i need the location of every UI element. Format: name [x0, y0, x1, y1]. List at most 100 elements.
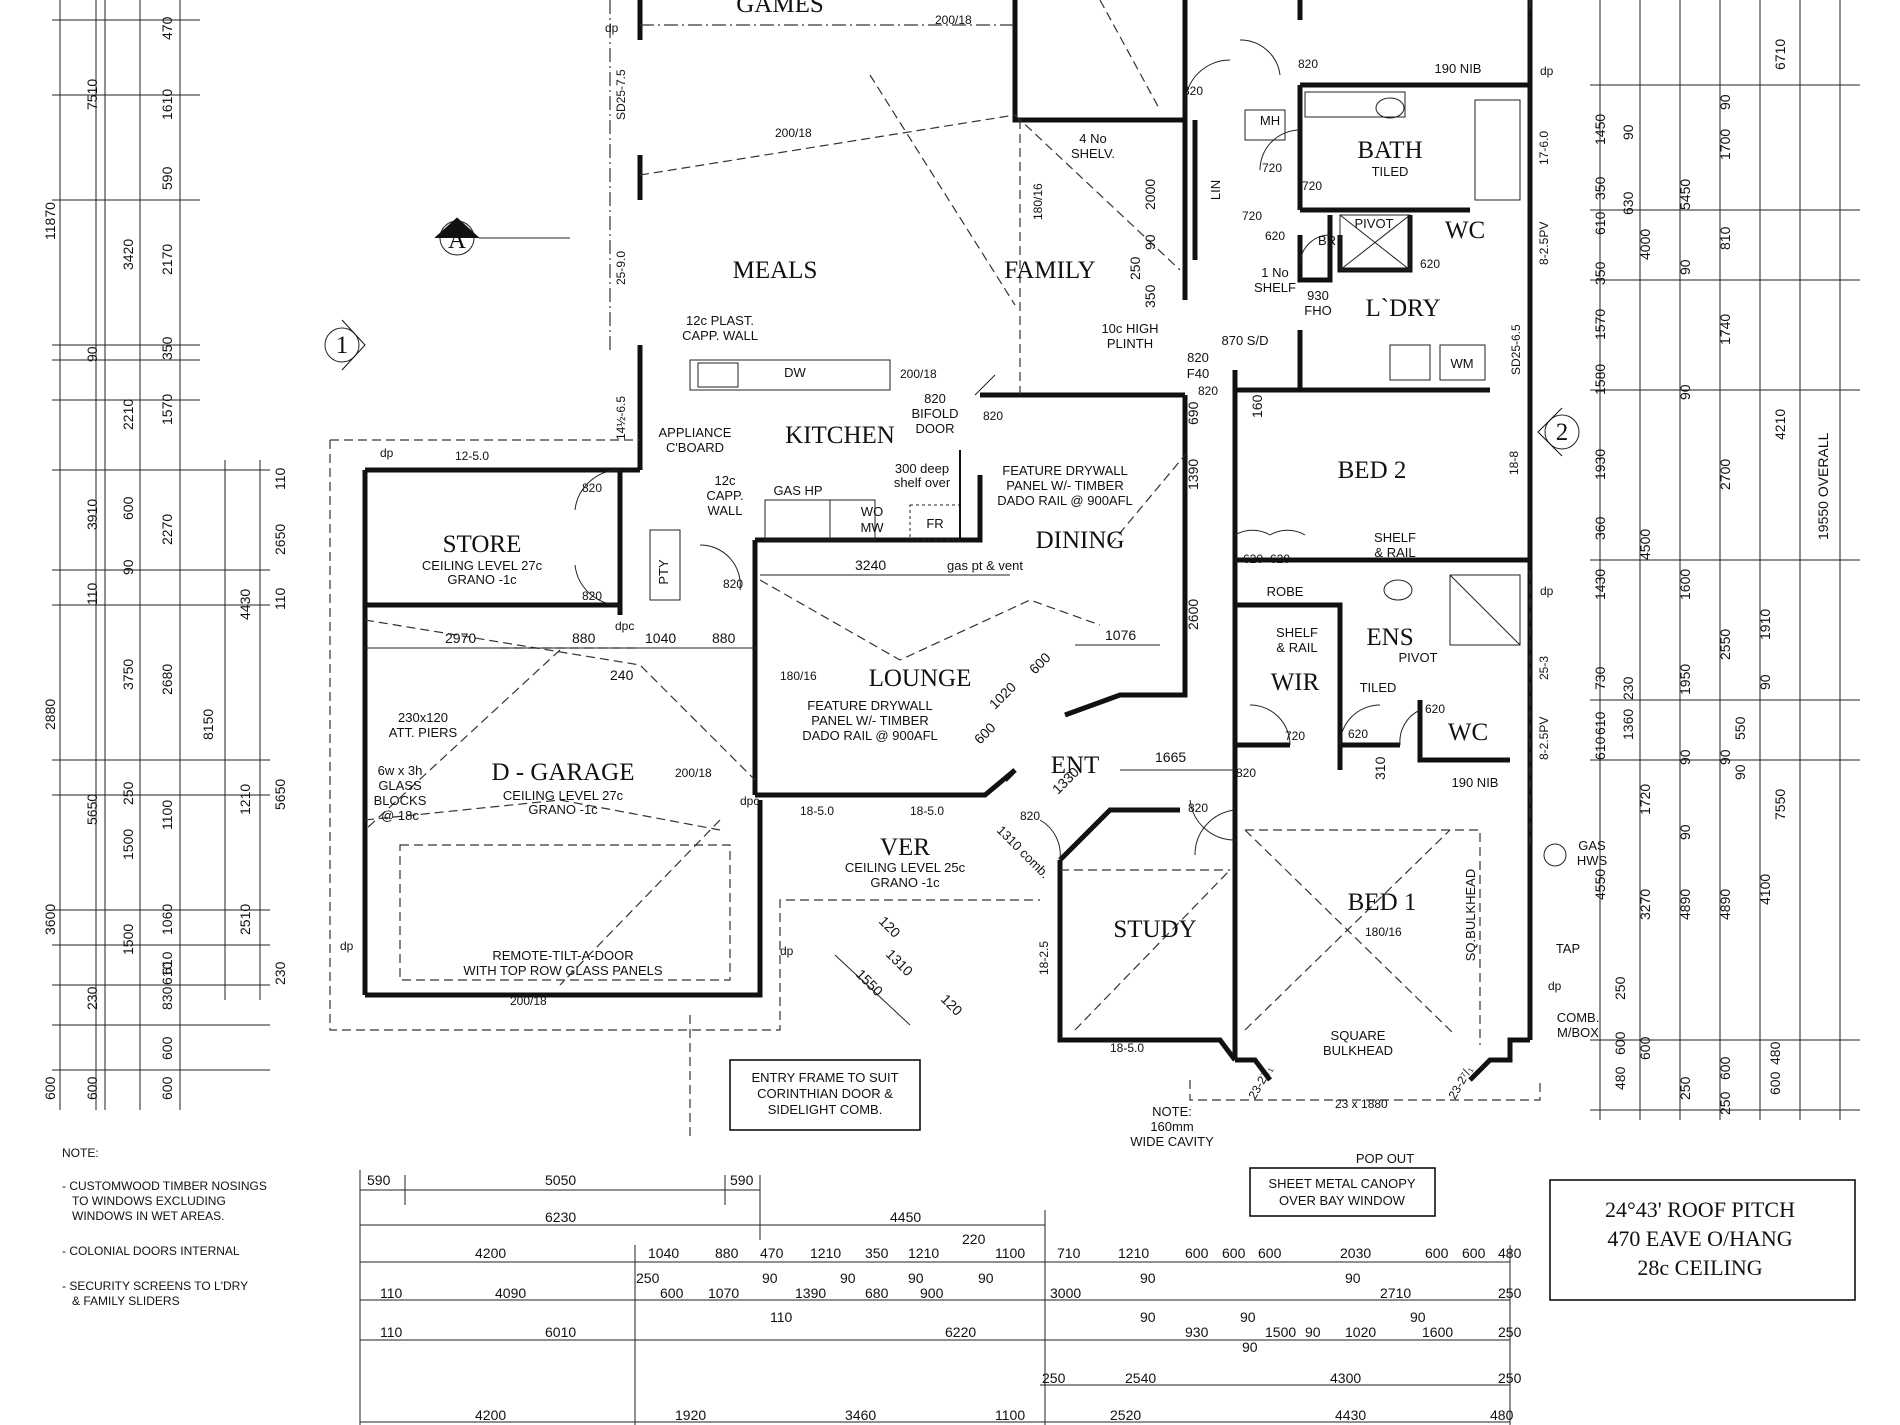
dimension: 1076 — [1105, 627, 1136, 643]
dim-right: 350 — [1592, 176, 1608, 200]
dimension: 1020 — [986, 679, 1019, 712]
canopy-box: SHEET METAL CANOPY OVER BAY WINDOW — [1249, 1167, 1436, 1217]
dim-bottom: 5050 — [545, 1172, 576, 1188]
garage-door: REMOTE-TILT-A-DOOR — [492, 948, 633, 963]
comb-1310: 1310 comb. — [994, 822, 1053, 881]
dimension: 880 — [572, 630, 596, 646]
dim-right: 1450 — [1592, 114, 1608, 145]
dim-left: 610 — [159, 951, 175, 975]
door-width: 620 — [1348, 727, 1368, 741]
dim-bottom: 4450 — [890, 1209, 921, 1225]
dim-bottom: 4200 — [475, 1407, 506, 1423]
bifold-door: 820 — [924, 391, 946, 406]
plaster-wall: CAPP. WALL — [682, 328, 758, 343]
dim-left: 2880 — [42, 699, 58, 730]
window-code: 180/16 — [1365, 925, 1402, 939]
dim-bottom: 2710 — [1380, 1285, 1411, 1301]
dimension: 90 — [1142, 234, 1158, 250]
dim-right: 7550 — [1772, 789, 1788, 820]
dim-left: 1060 — [159, 904, 175, 935]
dim-right: 550 — [1732, 716, 1748, 740]
cavity-note: 160mm — [1150, 1119, 1193, 1134]
dim-left: 2210 — [120, 399, 136, 430]
dimension: 600 — [1026, 649, 1054, 677]
bottom-row-5: 110 6010 110 6220 90 930 90 1500 90 1020… — [380, 1309, 1522, 1355]
dim-bottom: 930 — [1185, 1324, 1209, 1340]
shelf-rail: SHELF — [1374, 530, 1416, 545]
dim-bottom: 480 — [1490, 1407, 1514, 1423]
ver-ceiling: CEILING LEVEL 25c — [845, 860, 966, 875]
dim-left: 1570 — [159, 394, 175, 425]
dim-bottom: 1100 — [995, 1245, 1025, 1261]
dp-label: dp — [1548, 979, 1562, 993]
dim-bottom: 600 — [1462, 1245, 1486, 1261]
linen: LIN — [1208, 180, 1223, 200]
window-code: 180/16 — [1031, 183, 1045, 220]
shelf-over: 300 deep — [895, 461, 949, 476]
bifold-door: DOOR — [916, 421, 955, 436]
dim-bottom: 250 — [1042, 1370, 1066, 1386]
dim-right: 600 — [1717, 1056, 1733, 1080]
bottom-row-6: 250 2540 4300 250 — [1042, 1370, 1522, 1386]
dp-label: dp — [780, 944, 794, 958]
dim-right: 250 — [1677, 1076, 1693, 1100]
door-width: 620 — [1243, 552, 1263, 566]
meter-box: COMB. — [1557, 1010, 1600, 1025]
door-width: 720 — [1242, 209, 1262, 223]
washing-machine: WM — [1450, 356, 1473, 371]
robe: ROBE — [1267, 584, 1304, 599]
dp-label: dp — [1540, 584, 1554, 598]
door-width: 620 — [1265, 229, 1285, 243]
dim-right: 1740 — [1717, 314, 1733, 345]
dim-right: 4550 — [1592, 869, 1608, 900]
door-swings — [574, 39, 1421, 861]
roof-pitch: 24°43' ROOF PITCH — [1605, 1197, 1795, 1222]
square-bulkhead: BULKHEAD — [1323, 1043, 1393, 1058]
dim-bottom: 220 — [962, 1231, 986, 1247]
dimension: 120 — [938, 991, 966, 1019]
cavity-note: NOTE: — [1152, 1104, 1192, 1119]
dim-bottom: 2520 — [1110, 1407, 1141, 1423]
room-study: STUDY — [1113, 916, 1196, 943]
dimension: 1665 — [1155, 749, 1186, 765]
gas-point: gas pt & vent — [947, 558, 1023, 573]
dim-bottom: 90 — [1410, 1309, 1426, 1325]
dim-bottom: 1210 — [810, 1245, 841, 1261]
room-ver: VER — [880, 834, 930, 861]
window-code: 200/18 — [775, 126, 812, 140]
store-ceiling: CEILING LEVEL 27c — [422, 558, 543, 573]
window-code: 23-2⁷/₁ — [1445, 1064, 1475, 1102]
appliance-cupboard: APPLIANCE — [659, 425, 732, 440]
dim-right: 1700 — [1717, 129, 1733, 160]
note-line: WINDOWS IN WET AREAS. — [72, 1209, 224, 1223]
room-garage: D - GARAGE — [491, 759, 634, 786]
pivot-door: PIVOT — [1354, 216, 1393, 231]
glass-blocks: GLASS — [378, 778, 422, 793]
attached-piers: ATT. PIERS — [389, 725, 458, 740]
dim-left: 230 — [272, 961, 288, 985]
dim-bottom: 90 — [1140, 1309, 1156, 1325]
dim-left: 600 — [84, 1076, 100, 1100]
shelf: SHELF — [1254, 280, 1296, 295]
window-code: 23-2⁷/₁ — [1245, 1064, 1275, 1102]
dim-bottom: 250 — [636, 1270, 660, 1286]
dim-right: 90 — [1620, 124, 1636, 140]
dim-left: 830 — [159, 986, 175, 1010]
door-width: 820 — [1198, 384, 1218, 398]
fho: 930 — [1307, 288, 1329, 303]
dim-bottom: 1070 — [708, 1285, 739, 1301]
door-width: 820 — [723, 577, 743, 591]
feature-wall-1: PANEL W/- TIMBER — [1006, 478, 1124, 493]
plinth: PLINTH — [1107, 336, 1153, 351]
dim-bottom: 600 — [1185, 1245, 1209, 1261]
shelves: 4 No — [1079, 131, 1106, 146]
dim-bottom: 710 — [1057, 1245, 1081, 1261]
room-wc-2: WC — [1448, 719, 1488, 746]
eave-overhang: 470 EAVE O/HANG — [1607, 1226, 1792, 1251]
general-notes: NOTE: - CUSTOMWOOD TIMBER NOSINGS TO WIN… — [62, 1146, 267, 1308]
garage-door: WITH TOP ROW GLASS PANELS — [463, 963, 662, 978]
dim-bottom: 590 — [367, 1172, 391, 1188]
dim-right: 90 — [1677, 824, 1693, 840]
grid-marker-1: 1 — [324, 319, 366, 371]
